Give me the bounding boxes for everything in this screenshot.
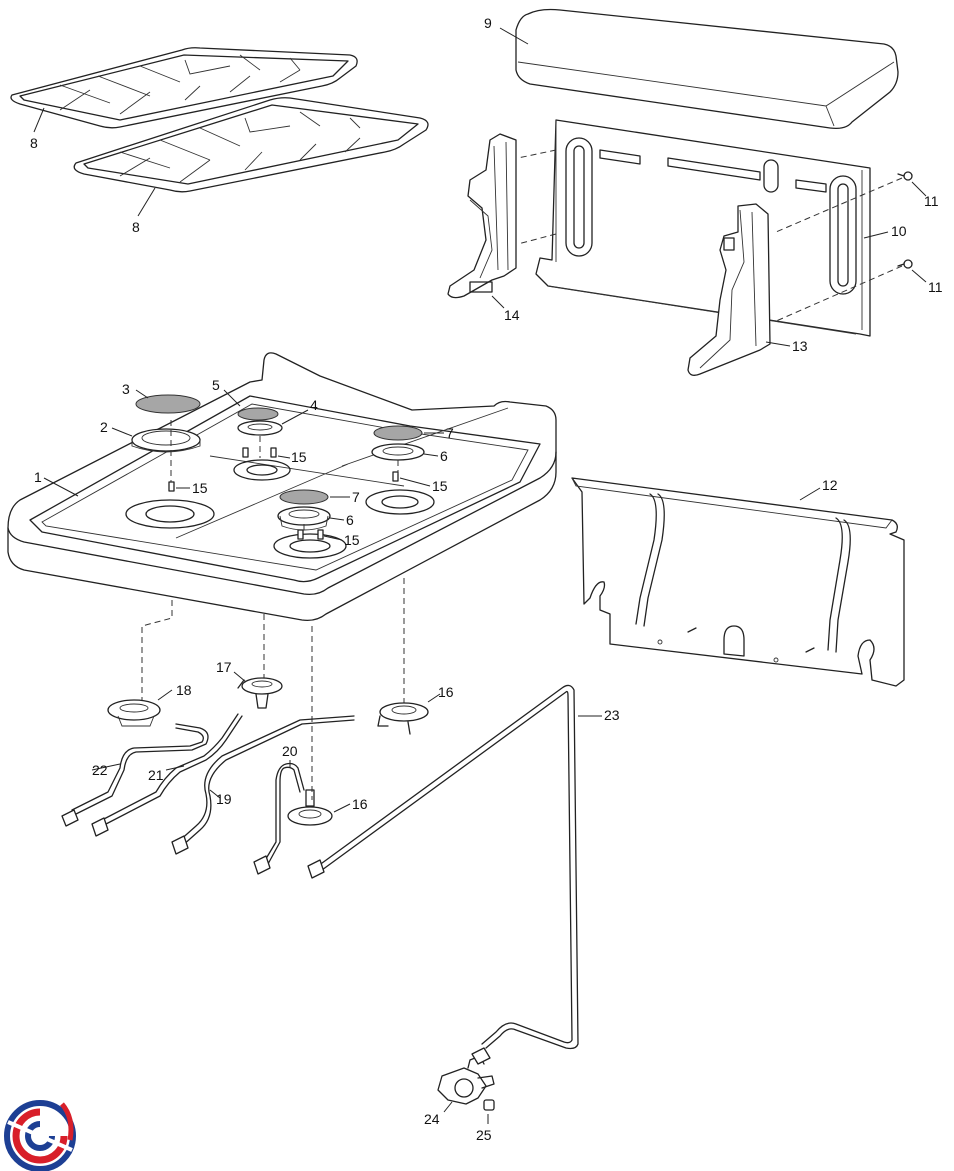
end-cap-left[interactable] — [447, 133, 517, 299]
callout-13: 13 — [792, 338, 808, 354]
callout-5: 5 — [212, 377, 220, 393]
callout-9: 9 — [484, 15, 492, 31]
callout-22: 22 — [92, 762, 108, 778]
callout-7b: 7 — [352, 489, 360, 505]
fitting-25[interactable] — [483, 1099, 495, 1111]
gas-manifold-tube-23[interactable] — [307, 684, 579, 1050]
burner-cap-large-left[interactable] — [135, 394, 201, 414]
callout-16a: 16 — [438, 684, 454, 700]
end-cap-right[interactable] — [687, 203, 771, 376]
callout-11a: 11 — [924, 193, 939, 209]
callout-4: 4 — [310, 397, 318, 413]
callout-7a: 7 — [446, 425, 454, 441]
callout-15d: 15 — [344, 532, 360, 548]
callout-8a: 8 — [30, 135, 38, 151]
callout-23: 23 — [604, 707, 620, 723]
cooktop-main-top[interactable] — [7, 352, 557, 622]
callout-2: 2 — [100, 419, 108, 435]
backguard-trim-cap[interactable] — [515, 8, 899, 130]
screw-lower[interactable] — [897, 259, 913, 269]
burner-head-small-rear[interactable] — [237, 420, 283, 436]
callout-17: 17 — [216, 659, 232, 675]
grate-front[interactable] — [73, 97, 429, 193]
callout-10: 10 — [891, 223, 907, 239]
burner-cap-right-rear[interactable] — [373, 425, 423, 441]
rear-heat-shield[interactable] — [571, 477, 905, 687]
callout-1: 1 — [34, 469, 42, 485]
burner-head-right-rear[interactable] — [371, 443, 425, 461]
callout-21: 21 — [148, 767, 164, 783]
callout-6b: 6 — [346, 512, 354, 528]
burner-cap-small-rear[interactable] — [237, 407, 279, 421]
callout-8b: 8 — [132, 219, 140, 235]
grate-rear[interactable] — [10, 47, 358, 129]
callout-18: 18 — [176, 682, 192, 698]
callout-11b: 11 — [928, 279, 943, 295]
screw-upper[interactable] — [897, 171, 913, 181]
callout-15b: 15 — [291, 449, 307, 465]
callout-15a: 15 — [192, 480, 208, 496]
brand-logo — [4, 1100, 76, 1171]
gas-tube-19[interactable] — [171, 715, 355, 855]
burner-base-left-front[interactable] — [107, 699, 161, 727]
gas-tube-22[interactable] — [61, 723, 209, 827]
callout-6a: 6 — [440, 448, 448, 464]
gas-tube-21[interactable] — [91, 713, 243, 837]
callout-20: 20 — [282, 743, 298, 759]
callout-15c: 15 — [432, 478, 448, 494]
backguard-panel[interactable] — [535, 119, 871, 337]
callout-16b: 16 — [352, 796, 368, 812]
burner-base-right-rear[interactable] — [377, 702, 429, 735]
burner-base-small[interactable] — [237, 677, 283, 709]
callout-24: 24 — [424, 1111, 440, 1127]
burner-base-center-front[interactable] — [287, 789, 333, 826]
pressure-regulator[interactable] — [437, 1047, 495, 1105]
gas-tube-20[interactable] — [253, 762, 305, 875]
burner-head-large-left[interactable] — [131, 428, 201, 453]
callout-3: 3 — [122, 381, 130, 397]
callout-12: 12 — [822, 477, 838, 493]
callout-25: 25 — [476, 1127, 492, 1143]
callout-19: 19 — [216, 791, 232, 807]
callout-14: 14 — [504, 307, 520, 323]
burner-cap-center-front[interactable] — [279, 489, 329, 505]
